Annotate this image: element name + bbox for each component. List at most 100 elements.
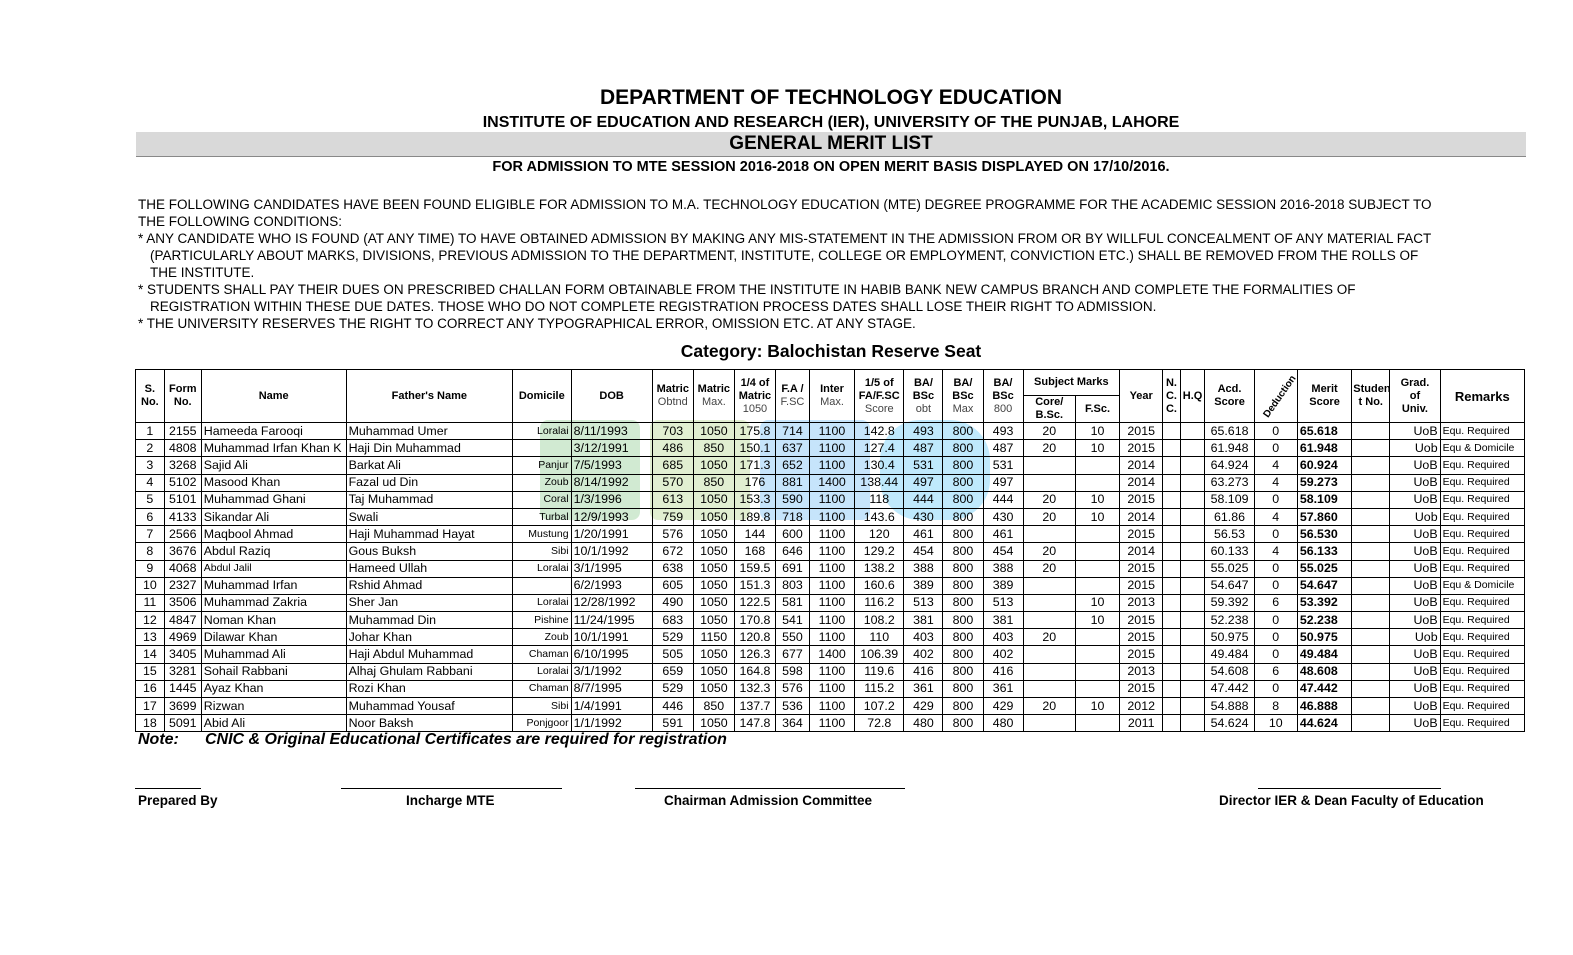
cell-matric-max: 1050 — [692, 645, 735, 664]
cell-father: Rozi Khan — [345, 679, 514, 699]
cell-inter-max: 1400 — [808, 645, 856, 664]
cell-fsc — [1074, 576, 1121, 595]
cell-dob: 7/5/1993 — [570, 456, 653, 475]
cell-inter-max: 1100 — [808, 490, 856, 509]
condition-line: * ANY CANDIDATE WHO IS FOUND (AT ANY TIM… — [138, 231, 1432, 246]
cell-matric-max: 1050 — [692, 507, 735, 527]
cell-year: 2015 — [1119, 645, 1164, 664]
cell-inter-max: 1100 — [808, 662, 856, 681]
cell-year: 2015 — [1119, 490, 1164, 509]
cell-remarks: Equ. Required — [1439, 507, 1526, 527]
cell-father: Haji Muhammad Hayat — [345, 525, 514, 544]
cell-ba-800: 381 — [982, 611, 1024, 630]
cell-ba-max: 800 — [942, 542, 984, 561]
cell-ba-max: 800 — [942, 714, 984, 733]
cell-hq — [1179, 473, 1206, 492]
cell-remarks: Equ. Required — [1439, 490, 1526, 509]
cell-fifth-fa: 119.6 — [854, 662, 905, 681]
cell-hq — [1179, 542, 1206, 561]
cell-matric-max: 850 — [692, 696, 735, 716]
cell-ba-800: 429 — [982, 696, 1024, 716]
cell-ba-800: 497 — [982, 473, 1024, 492]
cell-grad-univ: UoB — [1389, 525, 1441, 544]
cell-remarks: Equ & Domicile — [1439, 439, 1526, 458]
cell-deduction: 6 — [1253, 593, 1298, 613]
cell-year: 2015 — [1119, 679, 1164, 699]
category-heading: Category: Balochistan Reserve Seat — [680, 341, 982, 361]
cell-form: 4068 — [163, 559, 202, 578]
cell-ba-obt: 497 — [903, 473, 944, 492]
cell-fsc — [1074, 679, 1121, 699]
cell-fifth-fa: 160.6 — [854, 576, 905, 595]
cell-sno: 7 — [135, 525, 165, 544]
cell-sno: 1 — [135, 421, 165, 441]
cell-domicile: Turbal — [512, 507, 572, 527]
cell-father: Gous Buksh — [345, 542, 514, 561]
cell-merit-score: 65.618 — [1296, 421, 1353, 441]
cell-student-no — [1351, 525, 1391, 544]
cell-matric-obt: 529 — [651, 679, 694, 699]
cell-quarter-matric: 164.8 — [733, 662, 777, 681]
cell-fifth-fa: 143.6 — [854, 507, 905, 527]
cell-father: Alhaj Ghulam Rabbani — [345, 662, 514, 681]
cell-hq — [1179, 679, 1206, 699]
cell-name: Ayaz Khan — [200, 679, 347, 699]
cell-merit-score: 55.025 — [1296, 559, 1353, 578]
cell-ba-obt: 403 — [903, 628, 944, 647]
cell-student-no — [1351, 507, 1391, 527]
cell-quarter-matric: 151.3 — [733, 576, 777, 595]
cell-student-no — [1351, 456, 1391, 475]
cell-quarter-matric: 176 — [733, 473, 777, 492]
cell-ba-max: 800 — [942, 696, 984, 716]
cell-ncc — [1162, 559, 1181, 578]
cell-fifth-fa: 110 — [854, 628, 905, 647]
cell-domicile: Ponjgoor — [512, 714, 572, 733]
cell-inter-max: 1100 — [808, 525, 856, 544]
cell-hq — [1179, 525, 1206, 544]
cell-ba-800: 487 — [982, 439, 1024, 458]
cell-father: Swali — [345, 507, 514, 527]
cell-acd-score: 55.025 — [1204, 559, 1255, 578]
cell-father: Taj Muhammad — [345, 490, 514, 509]
cell-matric-max: 1050 — [692, 714, 735, 733]
cell-domicile: Loralai — [512, 421, 572, 441]
cell-hq — [1179, 490, 1206, 509]
cell-student-no — [1351, 576, 1391, 595]
cell-father: Barkat Ali — [345, 456, 514, 475]
cell-ba-800: 402 — [982, 645, 1024, 664]
cell-ncc — [1162, 645, 1181, 664]
cell-form: 5101 — [163, 490, 202, 509]
cell-hq — [1179, 645, 1206, 664]
cell-hq — [1179, 628, 1206, 647]
cell-quarter-matric: 170.8 — [733, 611, 777, 630]
cell-remarks: Equ. Required — [1439, 542, 1526, 561]
cell-sno: 11 — [135, 593, 165, 613]
eligibility-conditions: THE FOLLOWING CANDIDATES HAVE BEEN FOUND… — [138, 196, 1528, 332]
cell-matric-max: 1050 — [692, 542, 735, 561]
cell-deduction: 10 — [1253, 714, 1298, 733]
cell-ncc — [1162, 611, 1181, 630]
cell-year: 2015 — [1119, 439, 1164, 458]
cell-hq — [1179, 507, 1206, 527]
condition-line: * THE UNIVERSITY RESERVES THE RIGHT TO C… — [138, 316, 916, 331]
cell-ncc — [1162, 456, 1181, 475]
cell-fifth-fa: 116.2 — [854, 593, 905, 613]
cell-fa: 550 — [775, 628, 810, 647]
institute-title: INSTITUTE OF EDUCATION AND RESEARCH (IER… — [482, 114, 1180, 131]
col-dob: DOB — [570, 369, 653, 423]
cell-ba-800: 403 — [982, 628, 1024, 647]
cell-remarks: Equ. Required — [1439, 696, 1526, 716]
cell-ba-obt: 402 — [903, 645, 944, 664]
cell-ba-obt: 429 — [903, 696, 944, 716]
cell-core-bsc: 20 — [1022, 542, 1076, 561]
cell-core-bsc — [1022, 662, 1076, 681]
cell-fa: 598 — [775, 662, 810, 681]
cell-dob: 1/3/1996 — [570, 490, 653, 509]
cell-form: 3506 — [163, 593, 202, 613]
cell-dob: 10/1/1991 — [570, 628, 653, 647]
